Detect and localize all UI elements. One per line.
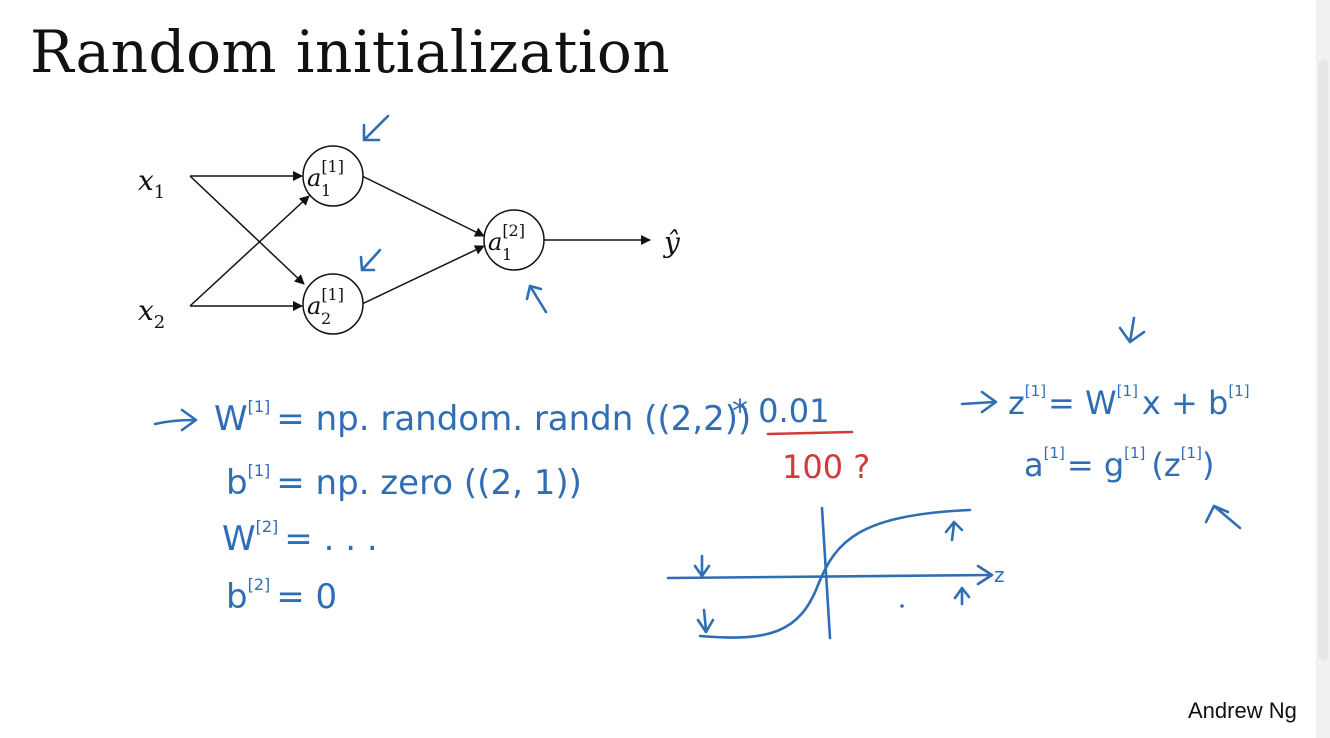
edge-h2-out xyxy=(361,245,485,305)
sketch-arrow-down-left-2-icon xyxy=(696,608,715,634)
right-edge-strip xyxy=(1316,0,1330,738)
input-label-x2: x2 xyxy=(138,294,165,333)
init-line-w1: W[1]= np. random. randn ((2,2)) xyxy=(214,397,751,439)
output-label-yhat: ŷ xyxy=(662,226,681,259)
sketch-x-axis-arrowhead-icon xyxy=(976,564,994,586)
arrow-hidden-2-icon xyxy=(359,248,382,272)
node-annotation-arrows xyxy=(359,114,1242,530)
arrow-hidden-1-icon xyxy=(362,114,390,142)
hidden-2-label: a[1]2 xyxy=(307,285,344,328)
edge-h1-out xyxy=(361,175,485,237)
init-line-b1: b[1]= np. zero ((2, 1)) xyxy=(226,461,582,503)
node-hidden-1 xyxy=(302,145,364,207)
node-output xyxy=(483,209,545,271)
node-hidden-2 xyxy=(302,273,364,335)
sketch-arrow-up-right-2-icon xyxy=(953,586,971,606)
forward-bullet-arrow-icon xyxy=(960,390,998,414)
sketch-arrow-down-left-1-icon xyxy=(693,554,711,578)
init-line-b2: b[2]= 0 xyxy=(226,575,337,617)
sketch-x-axis xyxy=(666,573,992,580)
sketch-dot xyxy=(900,604,904,608)
tanh-sketch: z xyxy=(666,506,1005,640)
slide-title: Random initialization xyxy=(30,18,671,86)
sketch-arrow-up-right-1-icon xyxy=(944,520,964,542)
output-node-label: a[2]1 xyxy=(488,221,525,264)
hidden-1-label: a[1]1 xyxy=(307,157,344,200)
scale-underline xyxy=(766,430,854,436)
edge-x2-h1 xyxy=(189,195,310,307)
bullet-arrow-icon xyxy=(153,408,198,432)
forward-notes: z[1]= W[1]x + b[1] a[1]= g[1](z[1]) xyxy=(960,382,1250,484)
arrow-forward-top-icon xyxy=(1118,316,1146,344)
forward-z-line: z[1]= W[1]x + b[1] xyxy=(1008,382,1250,422)
alt-scale: 100 ? xyxy=(782,448,870,486)
network-diagram: x1 x2 a[1]1 a[1]2 a[2]1 ŷ xyxy=(138,145,681,335)
sketch-curve xyxy=(698,508,972,639)
edge-x1-h2 xyxy=(189,175,305,285)
sketch-y-axis xyxy=(820,506,832,640)
scale-factor: * 0.01 xyxy=(732,392,829,430)
arrow-output-icon xyxy=(525,284,548,314)
init-line-w2: W[2]= . . . xyxy=(222,517,378,559)
init-notes: W[1]= np. random. randn ((2,2)) b[1]= np… xyxy=(153,392,870,617)
input-label-x1: x1 xyxy=(138,164,165,203)
sketch-axis-label: z xyxy=(994,563,1005,587)
arrow-forward-bottom-icon xyxy=(1204,504,1242,530)
forward-a-line: a[1]= g[1](z[1]) xyxy=(1024,444,1214,484)
author-credit: Andrew Ng xyxy=(1188,698,1297,723)
